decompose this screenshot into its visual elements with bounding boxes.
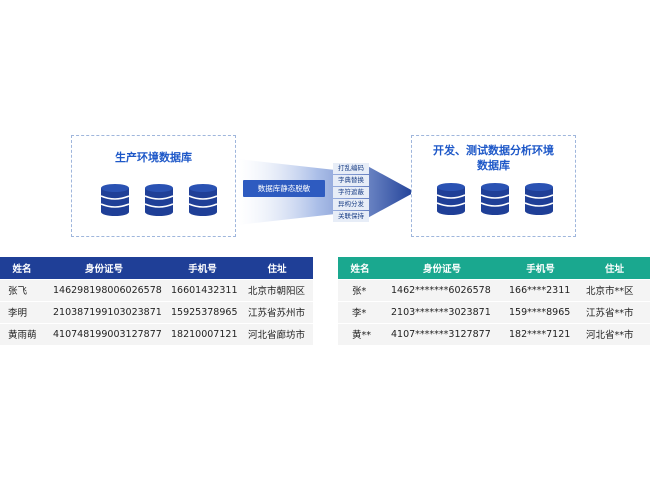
column-header-address: 住址 bbox=[241, 257, 313, 279]
static-masking-label: 数据库静态脱敏 bbox=[243, 180, 325, 197]
table-row: 李* 2103*******3023871 159****8965 江苏省**市 bbox=[338, 300, 650, 323]
table-row: 李明 210387199103023871 15925378965 江苏省苏州市 bbox=[0, 300, 313, 323]
column-header-address: 住址 bbox=[579, 257, 650, 279]
method-item: 字符遮蔽 bbox=[333, 187, 369, 198]
target-env-box: 开发、测试数据分析环境 数据库 bbox=[411, 135, 576, 237]
cell-name: 黄** bbox=[338, 322, 382, 345]
column-header-name: 姓名 bbox=[338, 257, 382, 279]
cell-phone: 182****7121 bbox=[502, 322, 579, 345]
table-row: 黄** 4107*******3127877 182****7121 河北省**… bbox=[338, 322, 650, 345]
cell-name: 李明 bbox=[0, 300, 44, 323]
column-header-id: 身份证号 bbox=[44, 257, 164, 279]
table-row: 黄雨萌 410748199003127877 18210007121 河北省廊坊… bbox=[0, 322, 313, 345]
cell-name: 黄雨萌 bbox=[0, 322, 44, 345]
cell-id: 146298198006026578 bbox=[44, 278, 164, 301]
table-row: 张* 1462*******6026578 166****2311 北京市**区 bbox=[338, 278, 650, 301]
method-item: 字典替换 bbox=[333, 175, 369, 186]
database-icon bbox=[144, 184, 174, 216]
column-header-phone: 手机号 bbox=[502, 257, 579, 279]
table-row: 张飞 146298198006026578 16601432311 北京市朝阳区 bbox=[0, 278, 313, 301]
cell-address: 北京市**区 bbox=[579, 278, 650, 301]
database-icon bbox=[480, 183, 510, 215]
cell-name: 李* bbox=[338, 300, 382, 323]
method-item: 异构分发 bbox=[333, 199, 369, 210]
masking-methods: 打乱编码 字典替换 字符遮蔽 异构分发 关联保持 bbox=[333, 163, 369, 223]
original-data-table: 姓名 身份证号 手机号 住址 张飞 146298198006026578 166… bbox=[0, 257, 313, 345]
target-env-title-line1: 开发、测试数据分析环境 bbox=[433, 144, 554, 157]
cell-phone: 16601432311 bbox=[164, 278, 241, 301]
table-header-row: 姓名 身份证号 手机号 住址 bbox=[0, 257, 313, 279]
cell-phone: 159****8965 bbox=[502, 300, 579, 323]
column-header-name: 姓名 bbox=[0, 257, 44, 279]
database-icon bbox=[524, 183, 554, 215]
method-item: 关联保持 bbox=[333, 211, 369, 222]
cell-address: 河北省廊坊市 bbox=[241, 322, 313, 345]
cell-id: 1462*******6026578 bbox=[382, 278, 502, 301]
database-icon bbox=[188, 184, 218, 216]
source-db-group bbox=[100, 184, 232, 216]
method-item: 打乱编码 bbox=[333, 163, 369, 174]
source-env-box: 生产环境数据库 bbox=[71, 135, 236, 237]
cell-address: 江苏省**市 bbox=[579, 300, 650, 323]
cell-address: 江苏省苏州市 bbox=[241, 300, 313, 323]
target-env-title-line2: 数据库 bbox=[477, 159, 510, 172]
cell-address: 河北省**市 bbox=[579, 322, 650, 345]
column-header-phone: 手机号 bbox=[164, 257, 241, 279]
cell-id: 2103*******3023871 bbox=[382, 300, 502, 323]
cell-name: 张飞 bbox=[0, 278, 44, 301]
source-env-title: 生产环境数据库 bbox=[115, 151, 192, 164]
cell-id: 210387199103023871 bbox=[44, 300, 164, 323]
cell-address: 北京市朝阳区 bbox=[241, 278, 313, 301]
flow-arrow bbox=[237, 159, 415, 225]
cell-name: 张* bbox=[338, 278, 382, 301]
cell-phone: 18210007121 bbox=[164, 322, 241, 345]
cell-phone: 15925378965 bbox=[164, 300, 241, 323]
table-header-row: 姓名 身份证号 手机号 住址 bbox=[338, 257, 650, 279]
database-icon bbox=[100, 184, 130, 216]
masked-data-table: 姓名 身份证号 手机号 住址 张* 1462*******6026578 166… bbox=[338, 257, 650, 345]
database-icon bbox=[436, 183, 466, 215]
cell-id: 410748199003127877 bbox=[44, 322, 164, 345]
column-header-id: 身份证号 bbox=[382, 257, 502, 279]
target-db-group bbox=[436, 183, 568, 215]
cell-id: 4107*******3127877 bbox=[382, 322, 502, 345]
cell-phone: 166****2311 bbox=[502, 278, 579, 301]
